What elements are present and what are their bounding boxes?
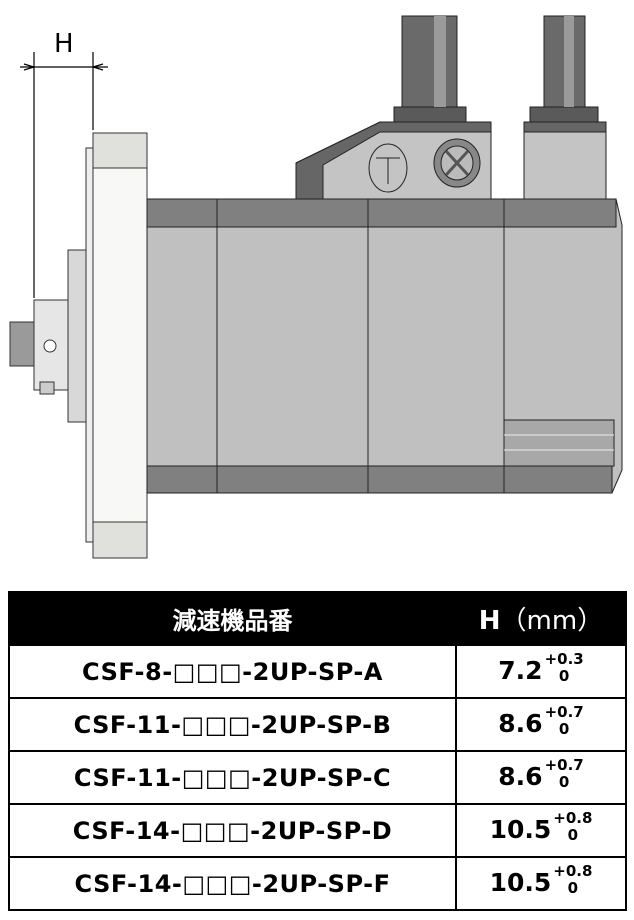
model-cell: CSF-11-□□□-2UP-SP-C — [8, 750, 457, 805]
tolerance-lower: 0 — [567, 878, 579, 897]
table-header-row: 減速機品番 H（mm） — [8, 591, 627, 646]
tolerance-lower: 0 — [558, 666, 570, 685]
tolerance-lower: 0 — [558, 772, 570, 791]
h-value: 10.5 — [489, 867, 552, 897]
tolerance-upper: +0.8 — [553, 808, 593, 827]
model-cell: CSF-8-□□□-2UP-SP-A — [8, 644, 457, 699]
output-shaft — [9, 147, 94, 543]
dimension-h — [20, 52, 108, 298]
tolerance-upper: +0.7 — [544, 702, 584, 721]
h-value: 8.6 — [498, 761, 543, 791]
tolerance-lower: 0 — [558, 719, 570, 738]
motor-body — [146, 198, 623, 494]
model-cell: CSF-14-□□□-2UP-SP-F — [8, 856, 457, 911]
tolerance-upper: +0.7 — [544, 755, 584, 774]
h-value: 8.6 — [498, 708, 543, 738]
motor-dimension-drawing: H — [9, 15, 623, 559]
flange — [92, 132, 148, 559]
model-cell: CSF-14-□□□-2UP-SP-D — [8, 803, 457, 858]
h-value: 7.2 — [498, 655, 543, 685]
model-cell: CSF-11-□□□-2UP-SP-B — [8, 697, 457, 752]
h-value: 10.5 — [489, 814, 552, 844]
tolerance-upper: +0.8 — [553, 861, 593, 880]
cables — [393, 15, 599, 123]
header-h: H（mm） — [455, 591, 627, 646]
header-model: 減速機品番 — [8, 591, 457, 646]
dimension-label: H — [54, 29, 74, 59]
tolerance-lower: 0 — [567, 825, 579, 844]
tolerance-upper: +0.3 — [544, 649, 584, 668]
connector-box — [295, 121, 607, 200]
